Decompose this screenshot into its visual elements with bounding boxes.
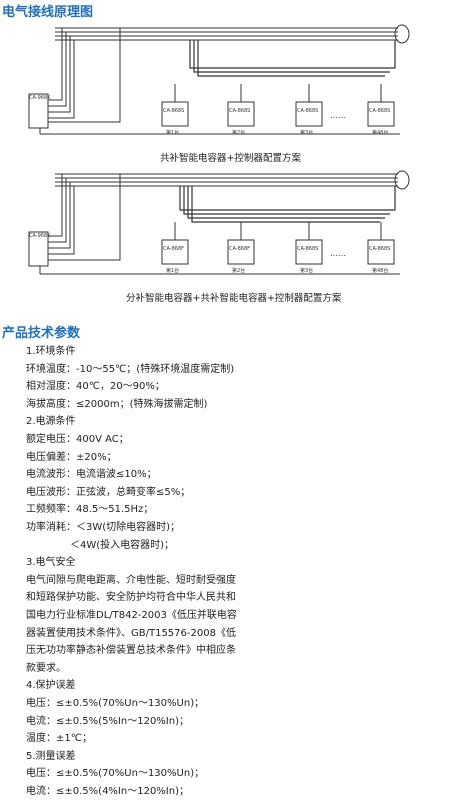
spec-line: 工频频率：48.5～51.5Hz； [26, 504, 154, 516]
spec-line: 电压偏差：±20%； [26, 451, 117, 463]
capacitor-unit-label: CA-868S [297, 246, 318, 252]
capacitor-unit-number: 第2台 [232, 129, 245, 136]
spec-line: 电流：≤±0.5%(5%In～120%In)； [26, 715, 189, 727]
spec-line: 4.保护误差 [26, 680, 76, 692]
section-title-specs: 产品技术参数 [2, 326, 81, 341]
capacitor-unit-box [161, 239, 189, 265]
capacitor-unit-number: 第48台 [372, 129, 388, 136]
controller-box [28, 93, 49, 129]
capacitor-unit-label: CA-868S [369, 246, 390, 252]
capacitor-unit-box [161, 101, 189, 127]
capacitor-unit-box [227, 101, 255, 127]
spec-line: 款要求。 [26, 662, 66, 674]
controller-label: CA-968K [29, 233, 51, 239]
capacitor-unit-label: CA-868S [229, 108, 250, 114]
bus-lines [55, 27, 398, 41]
controller-feeders [39, 28, 150, 135]
diagram-caption-2: 分补智能电容器+共补智能电容器+控制器配置方案 [126, 293, 342, 304]
capacitor-unit-box [367, 101, 395, 127]
spec-line: 2.电源条件 [26, 416, 76, 428]
spec-line: 器装置使用技术条件》、GB/T15576-2008《低 [26, 627, 236, 639]
capacitor-unit-label: CA-868F [229, 246, 250, 252]
capacitor-unit-label: CA-868S [369, 108, 390, 114]
wiring-diagram-1: CA-968K CA-868S第1台CA-868S第2台CA-868S第3台CA… [28, 24, 410, 136]
spec-line: 3.电气安全 [26, 557, 76, 569]
spec-line: 电气间隙与爬电距离、介电性能、短时耐受强度 [26, 574, 236, 586]
ellipsis-icon: …… [330, 111, 346, 120]
spec-line: 电流：≤±0.5%(4%In～120%In)； [26, 786, 189, 797]
capacitor-unit-box [227, 239, 255, 265]
capacitor-unit-label: CA-868S [297, 108, 318, 114]
capacitor-unit-box [295, 101, 323, 127]
controller-feeders [39, 174, 400, 275]
capacitor-unit-number: 第3台 [300, 129, 313, 136]
spec-line: ＜4W(投入电容器时)； [70, 539, 175, 551]
spec-line: 国电力行业标准DL/T842-2003《低压并联电容 [26, 610, 237, 621]
section-title-wiring: 电气接线原理图 [2, 5, 94, 20]
distribution-lines [179, 186, 396, 223]
capacitor-unit-number: 第3台 [300, 267, 313, 274]
spec-line: 温度：±1℃； [26, 733, 92, 745]
spec-line: 海拔高度：≤2000m；(特殊海拔需定制) [26, 398, 208, 410]
capacitor-unit-box [367, 239, 395, 265]
wiring-diagram-2: CA-968K CA-868F第1台CA-868F第2台CA-868S第3台CA… [28, 170, 410, 275]
spec-line: 1.环境条件 [26, 346, 76, 357]
capacitor-unit-box [295, 239, 323, 265]
spec-line: 功率消耗：＜3W(切除电容器时)； [26, 522, 181, 533]
capacitor-unit-label: CA-868F [163, 246, 184, 252]
spec-line: 相对湿度：40℃，20～90%； [26, 381, 165, 393]
capacitor-unit-number: 第1台 [166, 129, 179, 136]
distribution-lines [189, 40, 396, 77]
spec-line: 电压：≤±0.5%(70%Un～130%Un)； [26, 768, 205, 780]
ct-icon [394, 170, 410, 190]
spec-line: 环境温度：-10～55℃；(特殊环境温度需定制) [26, 363, 235, 375]
controller-label: CA-968K [29, 95, 51, 101]
spec-line: 电压：≤±0.5%(70%Un～130%Un)； [26, 698, 205, 709]
capacitor-unit-number: 第48台 [372, 267, 388, 274]
bus-lines [55, 173, 398, 187]
capacitor-unit-number: 第2台 [232, 267, 245, 274]
ellipsis-icon: …… [330, 249, 346, 258]
ct-icon [394, 24, 410, 44]
capacitor-units: CA-868S 第1台 CA-868S 第2台 CA-868S 第3台 CA-868S 第48… [161, 84, 395, 136]
spec-line: 电压波形：正弦波，总畸变率≤5%； [26, 486, 191, 498]
capacitor-unit-label: CA-868S [163, 108, 184, 114]
capacitor-units: CA-868F 第1台 CA-868F 第2台 CA-868S 第3台 CA-868S 第48… [161, 222, 395, 274]
controller-box [28, 231, 49, 267]
spec-line: 和短路保护功能、安全防护均符合中华人民共和 [26, 592, 236, 604]
spec-line: 额定电压：400V AC； [26, 434, 129, 445]
spec-line: 压无功功率静态补偿装置总技术条件》中相应条 [26, 645, 236, 657]
spec-line: 5.测量误差 [26, 750, 76, 762]
capacitor-unit-number: 第1台 [166, 267, 179, 274]
diagram-caption-1: 共补智能电容器+控制器配置方案 [160, 153, 301, 164]
spec-line: 电流波形：电流谐波≤10%； [26, 469, 157, 481]
